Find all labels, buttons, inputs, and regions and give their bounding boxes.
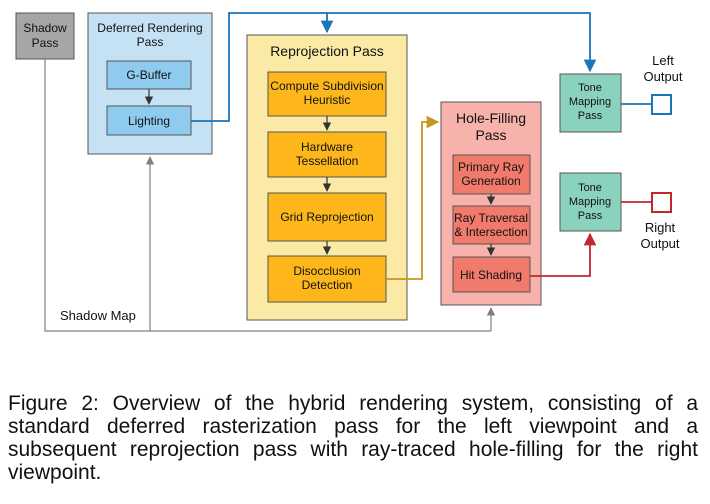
tone-left-label-1: Tone (578, 82, 602, 94)
left-output-square (651, 94, 672, 115)
grid-reprojection-box: Grid Reprojection (267, 192, 387, 242)
tone-right-label-2: Mapping (569, 196, 611, 208)
disocclusion-detection-box: Disocclusion Detection (267, 255, 387, 303)
shadow-pass-label-2: Pass (32, 36, 59, 50)
ray-traversal-box: Ray Traversal & Intersection (452, 205, 531, 245)
compute-subdivision-box: Compute Subdivision Heuristic (267, 71, 387, 117)
rendering-pipeline-diagram: Shadow Pass Deferred Rendering Pass G-Bu… (15, 12, 683, 332)
disocclusion-label-1: Disocclusion (293, 264, 360, 278)
right-output-label-1: Right (645, 220, 676, 235)
hit-shading-box: Hit Shading (452, 256, 531, 293)
compute-label-2: Heuristic (304, 93, 351, 107)
left-output-label-2: Output (643, 69, 682, 84)
lighting-label: Lighting (128, 114, 170, 128)
hardware-tessellation-box: Hardware Tessellation (267, 131, 387, 178)
primary-ray-box: Primary Ray Generation (452, 154, 531, 195)
lighting-output-line (191, 12, 597, 122)
primary-ray-label-1: Primary Ray (458, 160, 524, 174)
right-output-label-2: Output (640, 236, 679, 251)
shadow-pass-box: Shadow Pass (15, 12, 75, 60)
disocclusion-to-hole-filling-line (386, 115, 440, 280)
gbuffer-box: G-Buffer (106, 60, 192, 90)
tone-mapping-right-box: Tone Mapping Pass (559, 172, 622, 232)
tessellation-label-1: Hardware (301, 140, 353, 154)
deferred-title-1: Deferred Rendering (97, 21, 202, 35)
gbuffer-label: G-Buffer (126, 68, 171, 82)
hole-filling-title-1: Hole-Filling (456, 110, 526, 126)
deferred-title-2: Pass (137, 35, 164, 49)
tone-left-label-3: Pass (578, 110, 603, 122)
shadow-map-label: Shadow Map (60, 308, 136, 323)
ray-traversal-label-2: & Intersection (454, 225, 527, 239)
compute-label-1: Compute Subdivision (270, 79, 383, 93)
hole-filling-title-2: Pass (475, 127, 506, 143)
hit-shading-to-tone-right-line (530, 232, 597, 277)
disocclusion-label-2: Detection (302, 278, 353, 292)
hit-shading-label: Hit Shading (460, 268, 522, 282)
reprojection-title: Reprojection Pass (270, 43, 384, 59)
tone-right-label-3: Pass (578, 210, 603, 222)
tessellation-label-2: Tessellation (296, 154, 359, 168)
tone-mapping-left-box: Tone Mapping Pass (559, 73, 622, 133)
grid-label: Grid Reprojection (280, 210, 373, 224)
left-output-label-1: Left (652, 53, 674, 68)
shadow-pass-label-1: Shadow (23, 21, 67, 35)
primary-ray-label-2: Generation (461, 174, 520, 188)
lighting-box: Lighting (106, 105, 192, 136)
ray-traversal-label-1: Ray Traversal (454, 211, 528, 225)
tone-right-label-1: Tone (578, 182, 602, 194)
figure-caption: Figure 2: Overview of the hybrid renderi… (8, 392, 698, 484)
shadow-map-line (44, 59, 491, 332)
right-output-square (651, 192, 672, 213)
tone-left-label-2: Mapping (569, 96, 611, 108)
